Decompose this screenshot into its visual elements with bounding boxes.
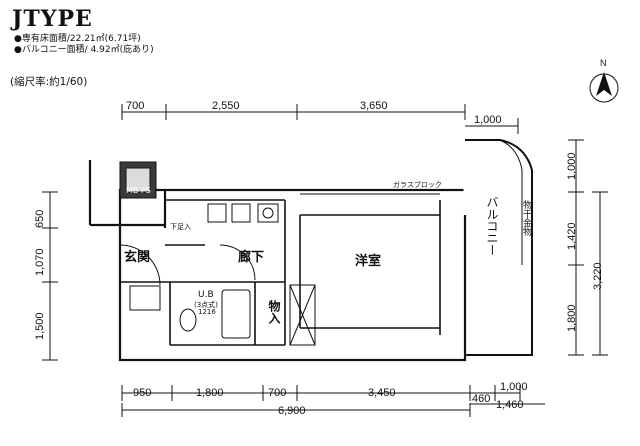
dim-balcony-top: 1,000 <box>474 114 502 126</box>
dim-bottom-1: 950 <box>133 387 152 399</box>
dim-right-3: 3,220 <box>592 262 604 290</box>
spec-floor-area: ●専有床面積/22.21㎡(6.71坪) <box>14 34 141 44</box>
dim-left-3: 1,500 <box>34 312 46 340</box>
dim-bottom-4: 3,450 <box>368 387 396 399</box>
plan-title: JTYPE <box>12 6 93 32</box>
dim-right-1: 1,000 <box>566 152 578 180</box>
unit-bath-code: 1216 <box>198 308 216 316</box>
dim-bottom-2: 1,800 <box>196 387 224 399</box>
glass-block-label: ガラスブロック <box>393 181 442 189</box>
dim-bottom-5: 460 <box>472 393 491 405</box>
room-storage: 物入 <box>267 300 281 324</box>
room-hall: 廊下 <box>238 250 265 265</box>
scale-label: (縮尺率:約1/60) <box>10 76 88 88</box>
dim-left-2: 1,070 <box>34 248 46 276</box>
compass-north-label: N <box>600 58 607 68</box>
spec-balcony-area: ●バルコニー面積/ 4.92㎡(庇あり) <box>14 45 154 55</box>
unit-bath-type: (3点式) <box>194 301 218 309</box>
dim-top-1: 700 <box>126 100 145 112</box>
shoe-storage-label: 下足入 <box>170 223 191 231</box>
room-balcony: バルコニー <box>485 196 499 256</box>
room-western: 洋室 <box>355 254 382 269</box>
dim-left-1: 650 <box>34 209 46 228</box>
room-entrance: 玄関 <box>124 250 151 265</box>
dim-right-4: 1,800 <box>566 304 578 332</box>
laundry-hardware-label: 物干金物 <box>521 200 531 236</box>
dim-top-3: 3,650 <box>360 100 388 112</box>
unit-bath-label: U.B <box>198 290 214 300</box>
dim-bottom-6: 1,000 <box>500 381 528 393</box>
dim-right-2: 1,420 <box>566 222 578 250</box>
dim-top-2: 2,550 <box>212 100 240 112</box>
mb-ps-label: MB PS <box>126 186 151 195</box>
dim-total-width: 6,900 <box>278 405 306 417</box>
dim-total-balcony: 1,460 <box>496 399 524 411</box>
dim-bottom-3: 700 <box>268 387 287 399</box>
